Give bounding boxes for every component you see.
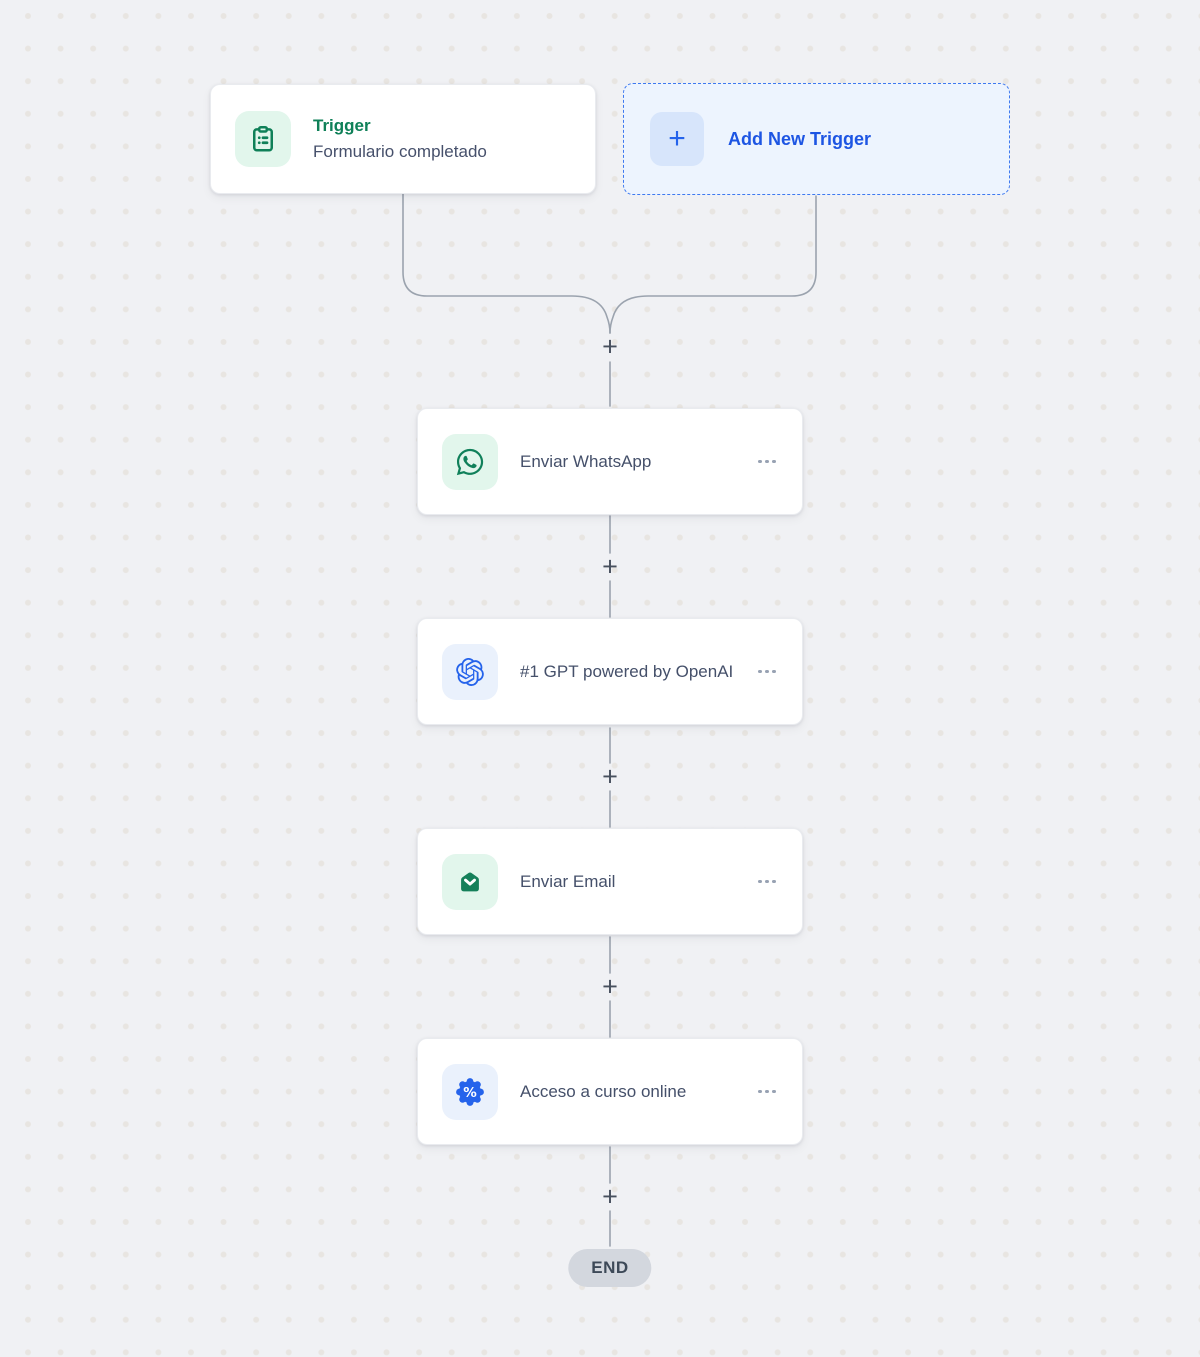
plus-icon: + — [602, 331, 618, 362]
add-step-button[interactable]: + — [602, 761, 618, 792]
more-options-icon[interactable] — [756, 1084, 778, 1100]
add-new-trigger-button[interactable]: + Add New Trigger — [623, 83, 1010, 195]
trigger-subtitle: Formulario completado — [313, 142, 487, 161]
action-title: Enviar Email — [520, 871, 616, 891]
svg-text:%: % — [463, 1084, 477, 1100]
add-step-button[interactable]: + — [602, 971, 618, 1002]
action-title: Acceso a curso online — [520, 1081, 687, 1101]
plus-icon: + — [602, 1181, 618, 1212]
action-node-email[interactable]: Enviar Email — [417, 828, 803, 935]
add-step-button[interactable]: + — [602, 551, 618, 582]
clipboard-icon — [235, 111, 291, 167]
plus-icon: + — [602, 761, 618, 792]
more-options-icon[interactable] — [756, 454, 778, 470]
action-node-gpt[interactable]: #1 GPT powered by OpenAI — [417, 618, 803, 725]
percent-badge-icon: % — [442, 1063, 498, 1120]
trigger-title: Trigger — [313, 115, 371, 135]
add-step-button[interactable]: + — [602, 331, 618, 362]
end-node: END — [568, 1249, 652, 1287]
plus-icon: + — [602, 551, 618, 582]
trigger-node[interactable]: Trigger Formulario completado — [210, 84, 596, 194]
action-title: Enviar WhatsApp — [520, 451, 652, 471]
whatsapp-icon — [442, 433, 498, 490]
plus-icon: + — [650, 112, 704, 166]
openai-icon — [442, 643, 498, 700]
email-icon — [442, 853, 498, 910]
more-options-icon[interactable] — [756, 874, 778, 890]
action-title: #1 GPT powered by OpenAI — [520, 661, 734, 681]
action-node-whatsapp[interactable]: Enviar WhatsApp — [417, 408, 803, 515]
plus-icon: + — [602, 971, 618, 1002]
action-node-course-access[interactable]: % Acceso a curso online — [417, 1038, 803, 1145]
add-step-button[interactable]: + — [602, 1181, 618, 1212]
add-new-trigger-label: Add New Trigger — [728, 128, 872, 149]
more-options-icon[interactable] — [756, 664, 778, 680]
